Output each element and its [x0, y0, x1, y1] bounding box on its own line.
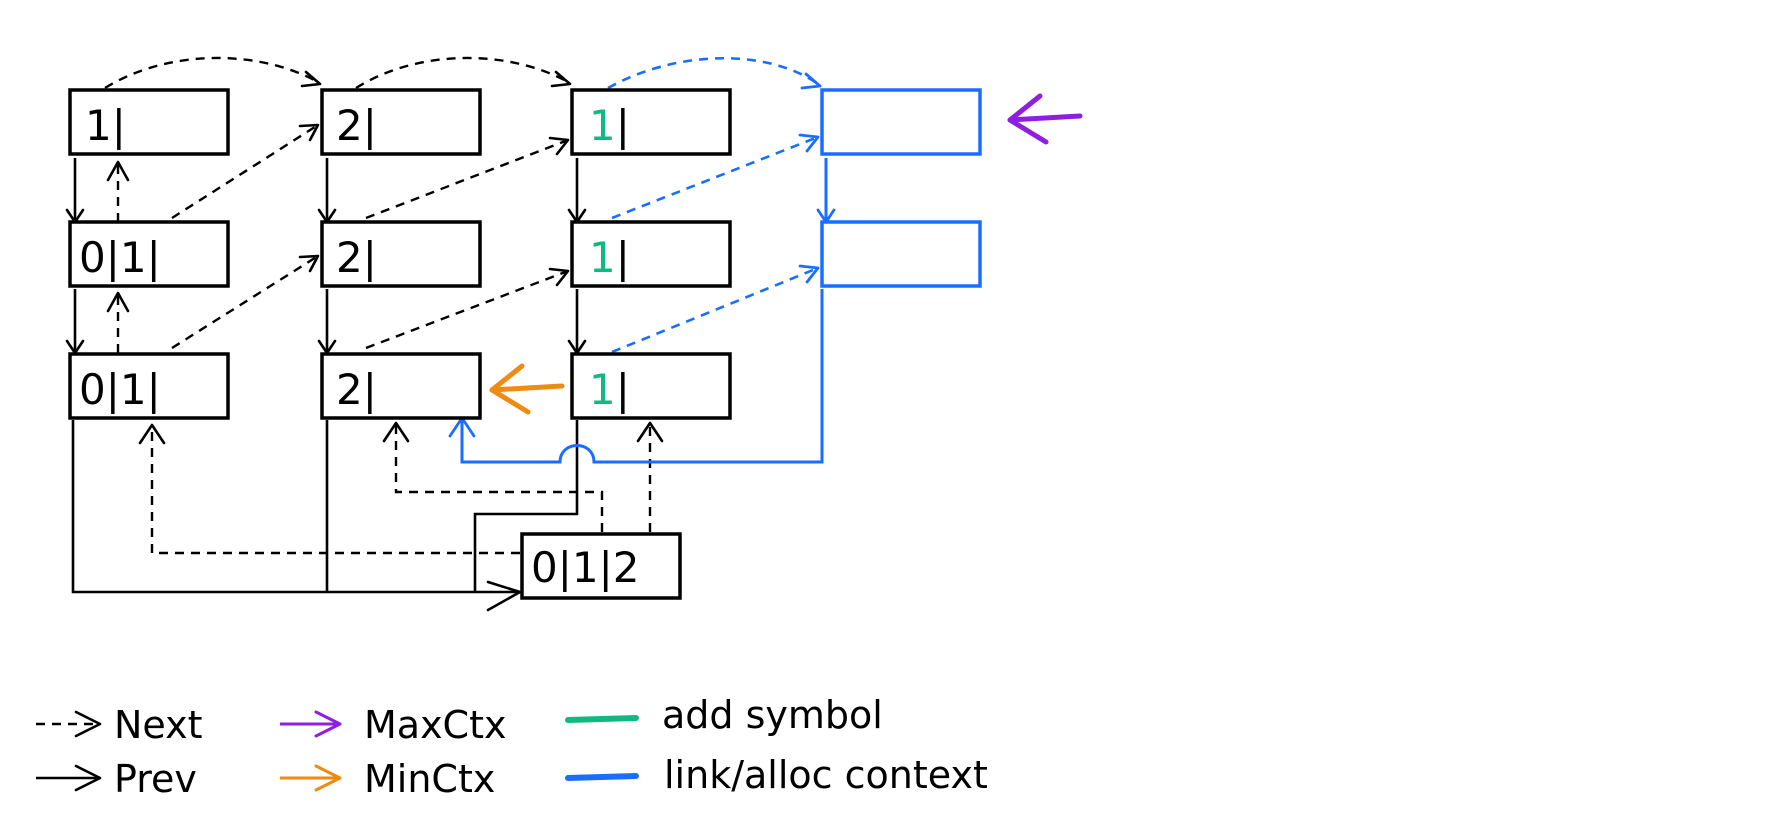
svg-text:2|: 2| [336, 365, 377, 414]
svg-text:1|: 1| [589, 101, 630, 150]
added-symbol: 1 [589, 365, 616, 414]
context-node-r1c3 [570, 88, 732, 156]
context-node-r2c1 [68, 220, 230, 288]
node-text: 0|1| [79, 365, 161, 414]
svg-text:0|1|: 0|1| [79, 365, 161, 414]
svg-text:0|1|2: 0|1|2 [531, 543, 639, 592]
node-text: 2| [336, 365, 377, 414]
context-node-r3c3 [570, 352, 732, 420]
min-ctx-pointer [489, 363, 565, 415]
legend-max-ctx-label: MaxCtx [364, 703, 506, 747]
node-text: | [616, 365, 630, 414]
context-node-r3c2 [320, 352, 482, 420]
new-context-node [520, 532, 682, 600]
prev-links [65, 158, 587, 612]
legend-next: Next [36, 703, 203, 747]
svg-text:1|: 1| [85, 101, 126, 150]
legend-next-label: Next [114, 703, 203, 747]
legend-prev-label: Prev [114, 757, 197, 801]
legend-add-symbol-label: add symbol [662, 693, 883, 737]
context-node-r2c3 [570, 220, 732, 288]
node-text: 2| [336, 101, 377, 150]
svg-text:0|1|: 0|1| [79, 233, 161, 282]
legend-min-ctx: MinCtx [280, 757, 495, 801]
legend-min-ctx-label: MinCtx [364, 757, 495, 801]
node-text: 0|1|2 [531, 543, 639, 592]
context-node-r2c2 [320, 220, 482, 288]
node-text: | [616, 233, 630, 282]
allocated-context-top [820, 88, 982, 156]
allocated-context-bottom [820, 220, 982, 288]
legend-max-ctx: MaxCtx [280, 703, 506, 747]
context-node-r1c2 [320, 88, 482, 156]
legend: Next Prev MaxCtx MinCtx add symbol link/… [36, 693, 988, 801]
context-node-r1c1 [68, 88, 230, 156]
legend-link-alloc: link/alloc context [565, 753, 988, 797]
added-symbol: 1 [589, 233, 616, 282]
node-text: 2| [336, 233, 377, 282]
svg-text:1|: 1| [589, 233, 630, 282]
legend-prev: Prev [36, 757, 197, 801]
alloc-links [448, 56, 836, 464]
legend-add-symbol: add symbol [565, 693, 883, 737]
node-text: 1| [85, 101, 126, 150]
node-text: | [616, 101, 630, 150]
context-node-r3c1 [68, 352, 230, 420]
node-text: 0|1| [79, 233, 161, 282]
svg-text:2|: 2| [336, 233, 377, 282]
legend-link-alloc-label: link/alloc context [664, 753, 988, 797]
svg-text:1|: 1| [589, 365, 630, 414]
next-links [104, 56, 664, 555]
svg-text:2|: 2| [336, 101, 377, 150]
added-symbol: 1 [589, 101, 616, 150]
max-ctx-pointer [1007, 93, 1083, 145]
